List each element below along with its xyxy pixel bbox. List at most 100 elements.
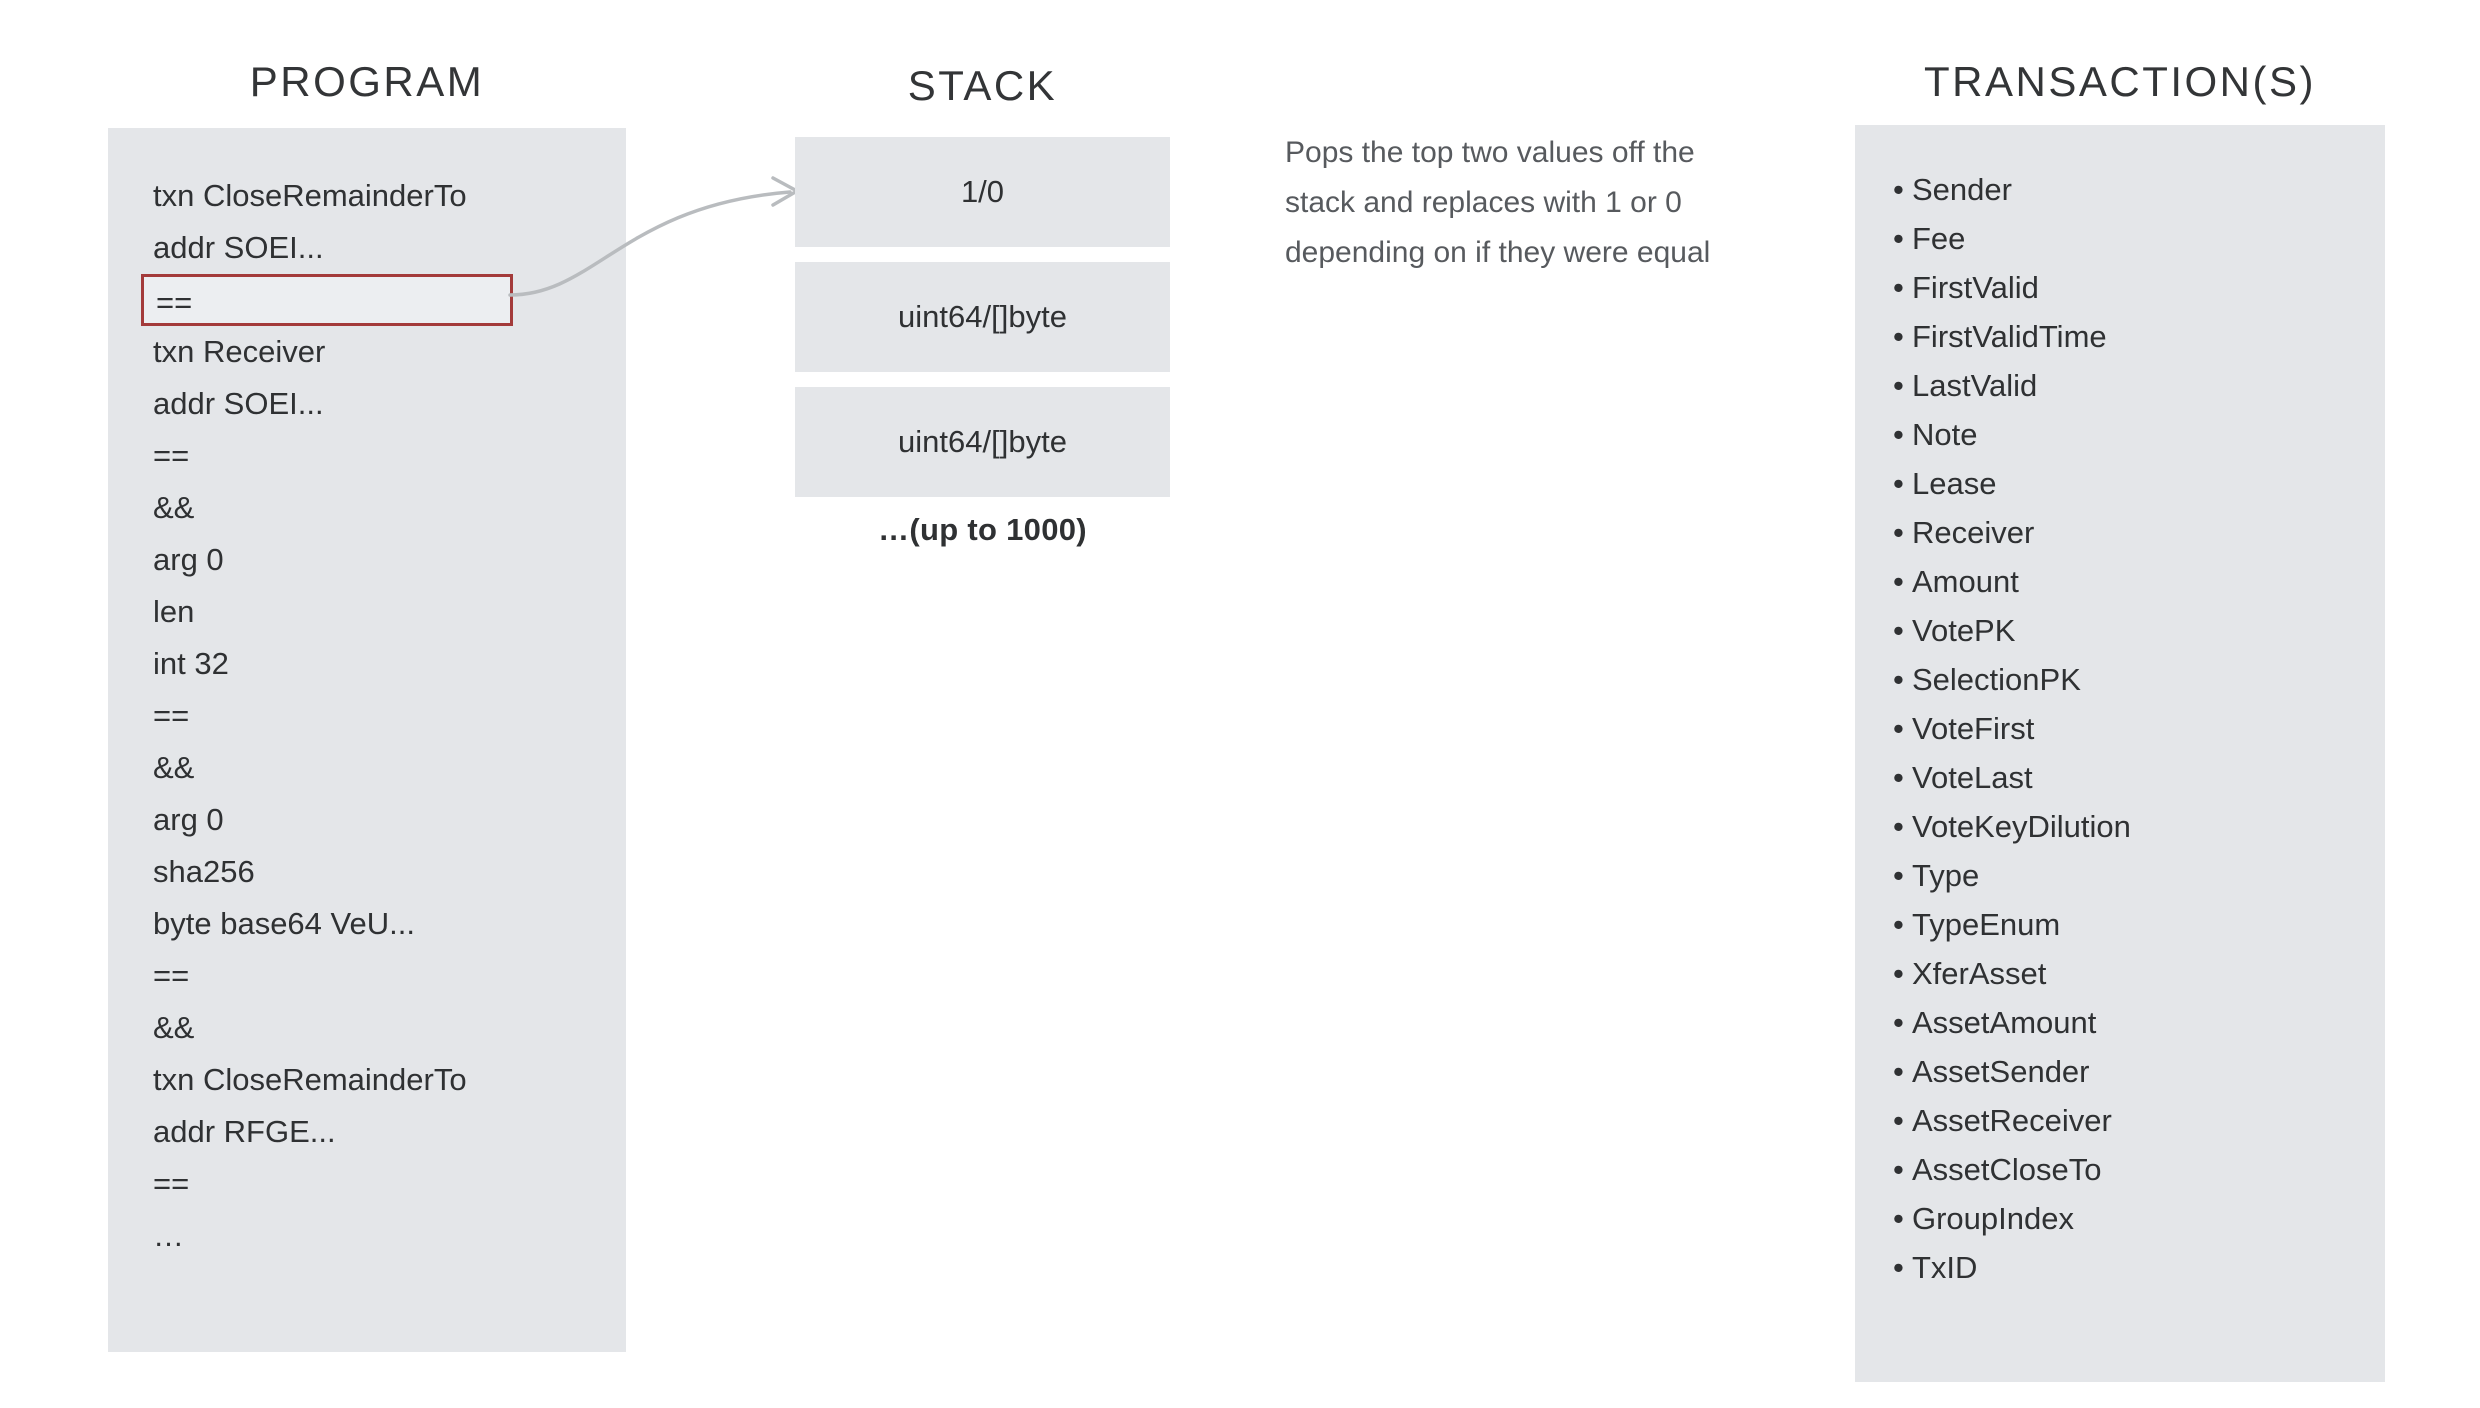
- transaction-field-label: GroupIndex: [1912, 1201, 2074, 1236]
- transaction-field-item: •AssetSender: [1855, 1047, 2385, 1096]
- program-instruction: ==: [153, 698, 190, 733]
- transaction-field-item: •FirstValidTime: [1855, 312, 2385, 361]
- transaction-field-label: LastValid: [1912, 368, 2038, 403]
- bullet-icon: •: [1893, 760, 1904, 795]
- transaction-field-item: •AssetAmount: [1855, 998, 2385, 1047]
- transaction-field-label: AssetSender: [1912, 1054, 2090, 1089]
- program-instruction: arg 0: [153, 802, 224, 837]
- transaction-field-label: SelectionPK: [1912, 662, 2081, 697]
- program-instruction-list: txn CloseRemainderTo addr SOEI... == txn Re…: [108, 128, 626, 1262]
- program-instruction: int 32: [153, 646, 229, 681]
- transaction-field-label: Fee: [1912, 221, 1966, 256]
- transaction-field-label: VoteKeyDilution: [1912, 809, 2131, 844]
- transaction-field-label: AssetReceiver: [1912, 1103, 2112, 1138]
- annotation-line: depending on if they were equal: [1285, 236, 1711, 269]
- program-instruction: &&: [153, 750, 195, 785]
- bullet-icon: •: [1893, 417, 1904, 452]
- stack-depth-caption: …(up to 1000): [878, 512, 1087, 547]
- transaction-field-label: AssetAmount: [1912, 1005, 2097, 1040]
- program-instruction: byte base64 VeU...: [153, 906, 415, 941]
- transaction-field-item: •AssetCloseTo: [1855, 1145, 2385, 1194]
- transaction-field-label: Lease: [1912, 466, 1997, 501]
- bullet-icon: •: [1893, 1054, 1904, 1089]
- bullet-icon: •: [1893, 1005, 1904, 1040]
- program-column-heading: PROGRAM: [249, 58, 485, 105]
- transaction-field-item: •VoteLast: [1855, 753, 2385, 802]
- transaction-field-item: •FirstValid: [1855, 263, 2385, 312]
- program-instruction: len: [153, 594, 195, 629]
- transaction-field-item: •VoteFirst: [1855, 704, 2385, 753]
- bullet-icon: •: [1893, 662, 1904, 697]
- program-instruction: sha256: [153, 854, 255, 889]
- bullet-icon: •: [1893, 858, 1904, 893]
- transaction-field-label: FirstValid: [1912, 270, 2039, 305]
- bullet-icon: •: [1893, 221, 1904, 256]
- program-instruction: txn CloseRemainderTo: [153, 178, 467, 213]
- opcode-annotation-text: Pops the top two values off the stack and…: [1285, 128, 1765, 278]
- transaction-column-heading: TRANSACTION(S): [1924, 58, 2316, 105]
- transaction-field-label: AssetCloseTo: [1912, 1152, 2102, 1187]
- program-instruction: addr RFGE...: [153, 1114, 336, 1149]
- stack-slot-third: uint64/[]byte: [795, 387, 1170, 497]
- transaction-field-label: Note: [1912, 417, 1978, 452]
- bullet-icon: •: [1893, 1250, 1904, 1285]
- transaction-field-label: VoteLast: [1912, 760, 2033, 795]
- transaction-field-item: •TypeEnum: [1855, 900, 2385, 949]
- transaction-field-item: •SelectionPK: [1855, 655, 2385, 704]
- transaction-field-label: FirstValidTime: [1912, 319, 2107, 354]
- transaction-field-label: Receiver: [1912, 515, 2035, 550]
- transaction-field-item: •VotePK: [1855, 606, 2385, 655]
- program-panel: [108, 128, 626, 1352]
- transaction-field-label: TypeEnum: [1912, 907, 2061, 942]
- program-instruction: ==: [153, 438, 190, 473]
- program-instruction: ==: [153, 958, 190, 993]
- transaction-field-label: VotePK: [1912, 613, 2016, 648]
- program-instruction: arg 0: [153, 542, 224, 577]
- stack-slot-top: 1/0: [795, 137, 1170, 247]
- bullet-icon: •: [1893, 515, 1904, 550]
- bullet-icon: •: [1893, 613, 1904, 648]
- transaction-field-item: •Note: [1855, 410, 2385, 459]
- transaction-panel: [1855, 125, 2385, 1382]
- program-instruction: addr SOEI...: [153, 230, 324, 265]
- bullet-icon: •: [1893, 1152, 1904, 1187]
- stack-slot-second: uint64/[]byte: [795, 262, 1170, 372]
- bullet-icon: •: [1893, 466, 1904, 501]
- program-instruction: &&: [153, 490, 195, 525]
- transaction-field-label: VoteFirst: [1912, 711, 2035, 746]
- program-instruction-highlighted: ==: [141, 274, 513, 326]
- transaction-field-list: •Sender•Fee•FirstValid•FirstValidTime•La…: [1855, 125, 2385, 1292]
- stack-column-heading: STACK: [907, 62, 1058, 109]
- bullet-icon: •: [1893, 1201, 1904, 1236]
- bullet-icon: •: [1893, 907, 1904, 942]
- bullet-icon: •: [1893, 711, 1904, 746]
- bullet-icon: •: [1893, 172, 1904, 207]
- program-instruction: addr SOEI...: [153, 386, 324, 421]
- bullet-icon: •: [1893, 564, 1904, 599]
- bullet-icon: •: [1893, 368, 1904, 403]
- transaction-field-item: •Amount: [1855, 557, 2385, 606]
- program-instruction: ==: [153, 1166, 190, 1201]
- transaction-field-label: TxID: [1912, 1250, 1978, 1285]
- annotation-line: Pops the top two values off the: [1285, 136, 1695, 169]
- program-instruction: txn Receiver: [153, 334, 326, 369]
- bullet-icon: •: [1893, 319, 1904, 354]
- program-instruction: txn CloseRemainderTo: [153, 1062, 467, 1097]
- bullet-icon: •: [1893, 270, 1904, 305]
- transaction-field-item: •AssetReceiver: [1855, 1096, 2385, 1145]
- annotation-line: stack and replaces with 1 or 0: [1285, 186, 1682, 219]
- program-instruction: …: [153, 1218, 185, 1253]
- bullet-icon: •: [1893, 809, 1904, 844]
- program-instruction: &&: [153, 1010, 195, 1045]
- transaction-field-item: •Lease: [1855, 459, 2385, 508]
- transaction-field-item: •Sender: [1855, 165, 2385, 214]
- transaction-field-item: •GroupIndex: [1855, 1194, 2385, 1243]
- bullet-icon: •: [1893, 956, 1904, 991]
- bullet-icon: •: [1893, 1103, 1904, 1138]
- transaction-field-label: Sender: [1912, 172, 2012, 207]
- transaction-field-item: •Receiver: [1855, 508, 2385, 557]
- transaction-field-item: •VoteKeyDilution: [1855, 802, 2385, 851]
- transaction-field-item: •Type: [1855, 851, 2385, 900]
- transaction-field-item: •TxID: [1855, 1243, 2385, 1292]
